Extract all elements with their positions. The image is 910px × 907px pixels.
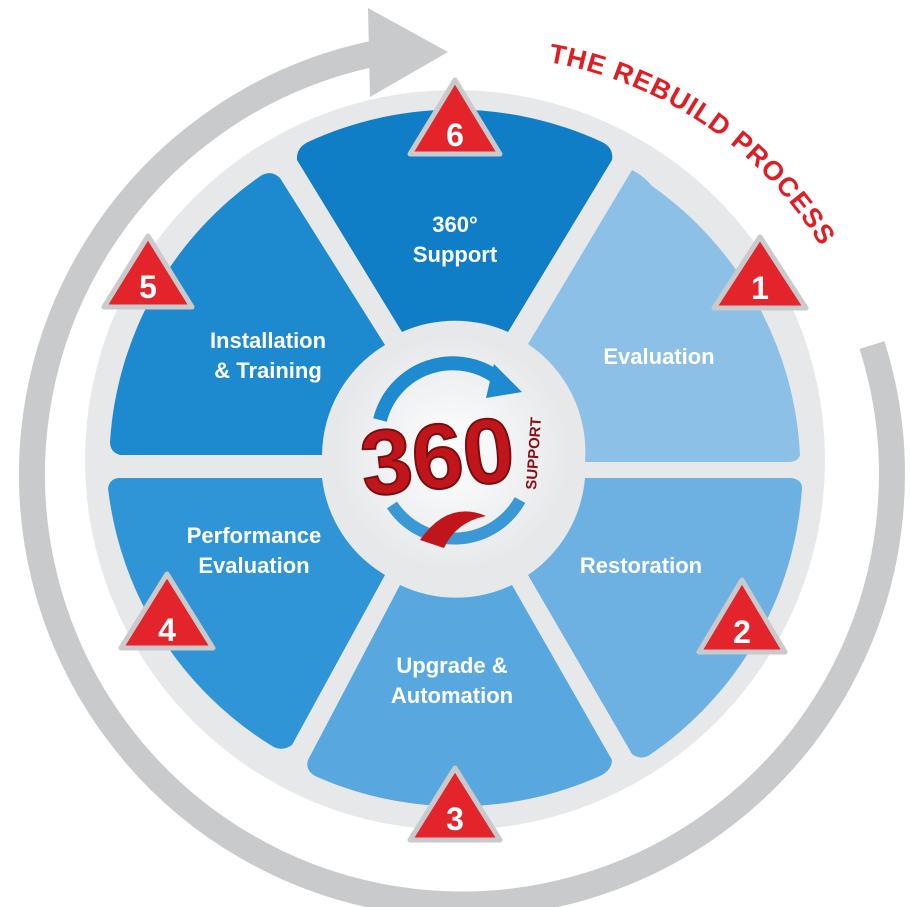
wheel-segments bbox=[108, 109, 802, 807]
cycle-arrow-head-icon bbox=[368, 8, 448, 97]
step-badge-5: 5 bbox=[101, 233, 195, 310]
segment-labels: Evaluation Restoration Upgrade &Automati… bbox=[187, 212, 715, 708]
segment-performance-evaluation bbox=[108, 478, 385, 749]
logo-swoosh-icon bbox=[420, 511, 486, 548]
logo-arc-arrowhead-icon bbox=[486, 364, 522, 398]
step-badge-4: 4 bbox=[118, 571, 216, 651]
logo-number: 360 bbox=[356, 399, 519, 516]
badge-5-number: 5 bbox=[139, 269, 157, 305]
step-6-label: 360°Support bbox=[413, 212, 498, 267]
badge-2-number: 2 bbox=[733, 614, 751, 650]
step-badge-6: 6 bbox=[407, 77, 503, 157]
badge-3-triangle-icon bbox=[407, 765, 503, 843]
segment-upgrade-automation bbox=[307, 585, 612, 807]
logo-lower-arc-icon bbox=[387, 496, 526, 545]
segment-evaluation bbox=[528, 170, 800, 462]
badge-4-triangle-icon bbox=[118, 571, 216, 651]
step-badge-1: 1 bbox=[711, 234, 809, 311]
step-1-label: Evaluation bbox=[603, 344, 714, 369]
logo-arc-arrow-icon bbox=[373, 356, 505, 422]
step-3-label: Upgrade &Automation bbox=[391, 653, 513, 708]
segment-360-support bbox=[296, 109, 613, 332]
center-logo: 360 SUPPORT bbox=[334, 335, 570, 571]
badge-4-number: 4 bbox=[158, 612, 176, 648]
badge-6-triangle-icon bbox=[407, 77, 503, 157]
cycle-arrow bbox=[18, 8, 905, 907]
step-badge-2: 2 bbox=[696, 577, 788, 655]
step-2-label: Restoration bbox=[580, 553, 702, 578]
step-badges: 6 1 2 3 4 5 bbox=[101, 77, 809, 843]
badge-3-number: 3 bbox=[446, 801, 464, 837]
cycle-arrow-band bbox=[18, 41, 905, 907]
step-badge-3: 3 bbox=[407, 765, 503, 843]
badge-1-triangle-icon bbox=[711, 234, 809, 311]
badge-5-triangle-icon bbox=[101, 233, 195, 310]
segment-installation-training bbox=[110, 173, 385, 456]
badge-6-number: 6 bbox=[446, 117, 464, 153]
step-5-label: Installation& Training bbox=[210, 328, 326, 383]
badge-2-triangle-icon bbox=[696, 577, 788, 655]
badge-1-number: 1 bbox=[751, 270, 769, 306]
segment-restoration bbox=[528, 478, 802, 758]
logo-word: SUPPORT bbox=[523, 417, 545, 491]
